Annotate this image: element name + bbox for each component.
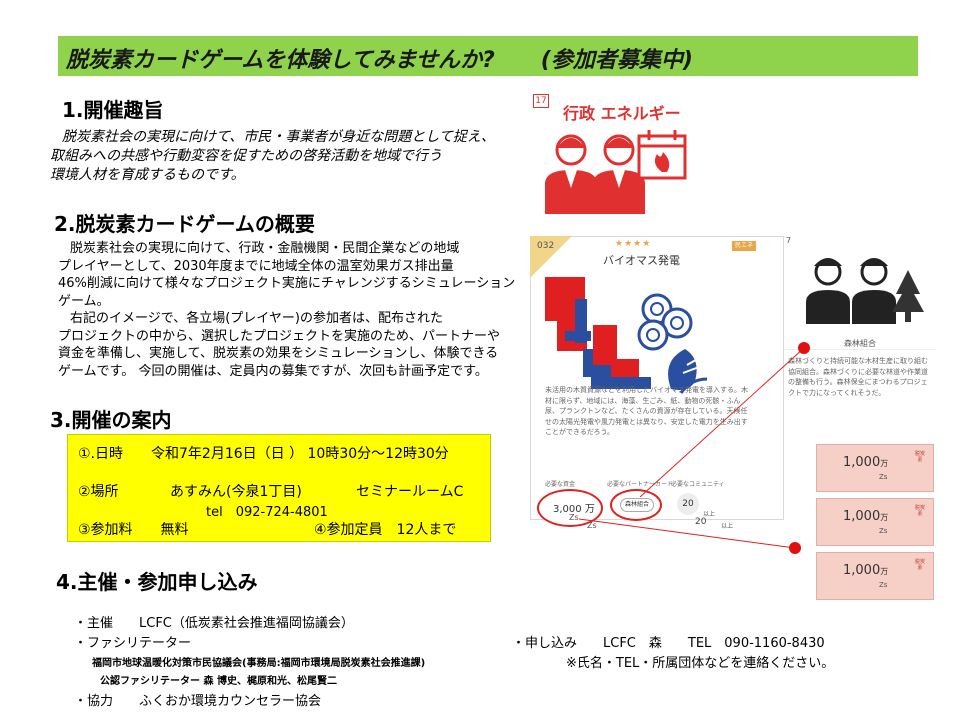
biomass-illustration: [545, 277, 708, 394]
event-capacity: ④参加定員 12人まで: [314, 522, 457, 538]
facilitator-names: 公認ファシリテーター 森 博史、梶原和光、松尾賢二: [100, 676, 337, 687]
section2-line: 資金を準備し、実施して、脱炭素の効果をシミュレーションし、体験できる: [58, 346, 499, 361]
money-amount: 1,000: [843, 455, 881, 470]
required-funds-zs: Zs: [569, 513, 579, 522]
section2-line: 46%削減に向けて様々なプロジェクト実施にチャレンジするシミュレーション: [58, 276, 516, 291]
money-card: 1,000万 Zs 脱炭素: [816, 444, 934, 492]
money-card: 1,000万 Zs 脱炭素: [816, 498, 934, 546]
forest-title: 森林組合: [784, 338, 936, 350]
money-tag: 脱炭素: [914, 505, 925, 517]
section1-heading: 1.開催趣旨: [62, 98, 164, 122]
required-community-ijo: 以上: [703, 511, 716, 518]
cooperation: ・協力 ふくおか環境カウンセラー協会: [74, 694, 322, 709]
event-datetime: ①.日時 令和7年2月16日（日 ） 10時30分～12時30分: [78, 446, 449, 462]
facilitator-label: ・ファシリテーター: [74, 636, 192, 651]
money-zs: Zs: [879, 473, 888, 481]
card-forest-cooperative: 7 森林組合 森林づくりと持続可能な木材生産に取り組む協同組合。森林づくりに必要…: [784, 236, 936, 432]
facilitator-org: 福岡市地球温暖化対策市民協議会(事務局:福岡市環境局脱炭素社会推進課): [92, 658, 426, 669]
money-unit: 万: [880, 567, 889, 576]
money-unit: 万: [880, 459, 889, 468]
money-unit: 万: [880, 513, 889, 522]
money-zs: Zs: [879, 527, 888, 535]
money-zs: Zs: [879, 581, 888, 589]
event-place: あすみん(今泉1丁目): [170, 484, 302, 500]
card17-number: 17: [533, 94, 549, 108]
event-fee: ③参加料 無料: [78, 522, 189, 538]
required-community-ijo-2: 以上: [721, 523, 734, 530]
event-info-box: ①.日時 令和7年2月16日（日 ） 10時30分～12時30分 ②場所 あすみ…: [67, 434, 491, 542]
section2-line: ゲームです。 今回の開催は、定員内の募集ですが、次回も計画予定です。: [58, 363, 488, 379]
required-funds-value: 3,000: [553, 504, 582, 515]
required-partner-value: 森林組合: [620, 498, 654, 512]
card32-stars: ★★★★: [615, 239, 652, 249]
card32-corner: [530, 236, 572, 278]
label-required-community: 必要なコミュニティ: [671, 481, 725, 488]
card32-badge: 民エネ: [732, 241, 756, 251]
section2-line: 脱炭素社会の実現に向けて、行政・金融機関・民間企業などの地域: [70, 241, 460, 256]
section2-body: 脱炭素社会の実現に向けて、行政・金融機関・民間企業などの地域 プレイヤーとして、…: [58, 240, 515, 380]
section1-body: 脱炭素社会の実現に向けて、市民・事業者が身近な問題として捉え、 取組みへの共感や…: [50, 128, 495, 185]
card-administration-energy: 17 行政 エネルギー: [533, 92, 709, 218]
money-amount: 1,000: [843, 509, 881, 524]
section2-line: プロジェクトの中から、選択したプロジェクトを実施のため、パートナーや: [58, 328, 501, 344]
section2-heading: 2.脱炭素カードゲームの概要: [54, 212, 315, 236]
event-place-label: ②場所: [78, 484, 119, 500]
funds-connector: [578, 518, 796, 549]
required-funds-unit: 万: [584, 504, 595, 515]
section4-heading: 4.主催・参加申し込み: [56, 570, 258, 594]
section2-line: プレイヤーとして、2030年度までに地域全体の温室効果ガス排出量: [58, 258, 454, 274]
banner-main-title: 脱炭素カードゲームを体験してみませんか?: [66, 48, 495, 73]
required-community-value-2: 20: [695, 517, 707, 527]
title-banner: 脱炭素カードゲームを体験してみませんか? (参加者募集中): [58, 36, 918, 76]
card32-number: 032: [537, 241, 555, 251]
organizer: ・主催 LCFC（低炭素社会推進福岡協議会）: [74, 616, 354, 631]
label-required-funds: 必要な資金: [545, 481, 576, 488]
partner-marker: [798, 342, 810, 354]
apply-note: ※氏名・TEL・所属団体などを連絡ください。: [566, 656, 835, 671]
required-community-value: 20: [677, 493, 699, 515]
forestry-workers-icon: [806, 258, 924, 324]
card-biomass-power: 032 ★★★★ 民エネ バイオマス発電 未活用の木質資源などを利用したバイオマ…: [530, 236, 784, 530]
funds-marker: [789, 542, 801, 554]
label-required-partner: 必要なパートナーカード: [607, 481, 674, 488]
forest-description: 森林づくりと持続可能な木材生産に取り組む協同組合。森林づくりに必要な林道や作業道…: [788, 357, 928, 397]
card32-title: バイオマス発電: [603, 254, 680, 267]
section2-line: 右記のイメージで、各立場(プレイヤー)の参加者は、配布された: [70, 311, 443, 326]
section1-line: 環境人材を育成するものです。: [50, 167, 245, 183]
funds-zs-below: Zs: [587, 521, 597, 530]
forest-number: 7: [786, 236, 792, 245]
section1-line: 取組みへの共感や行動変容を促すための啓発活動を地域で行う: [50, 148, 442, 164]
section3-heading: 3.開催の案内: [50, 408, 172, 432]
event-tel: tel 092-724-4801: [206, 505, 328, 520]
money-tag: 脱炭素: [914, 451, 925, 463]
money-card: 1,000万 Zs 脱炭素: [816, 552, 934, 600]
card32-description: 未活用の木質資源などを利用したバイオマス発電を導入する。木材に限らず、地域には、…: [545, 386, 748, 436]
required-partner-circle: 森林組合: [610, 489, 662, 521]
apply-contact: ・申し込み LCFC 森 TEL 090-1160-8430: [512, 636, 825, 651]
money-amount: 1,000: [843, 563, 881, 578]
banner-title: 脱炭素カードゲームを体験してみませんか? (参加者募集中): [66, 42, 693, 74]
event-room: セミナールームC: [356, 484, 464, 500]
officials-icon: [545, 130, 687, 214]
money-tag: 脱炭素: [914, 559, 925, 571]
banner-subtitle: (参加者募集中): [540, 48, 693, 73]
section1-line: 脱炭素社会の実現に向けて、市民・事業者が身近な問題として捉え、: [62, 129, 495, 145]
card17-title: 行政 エネルギー: [563, 104, 681, 123]
section2-line: ゲーム。: [58, 293, 110, 309]
